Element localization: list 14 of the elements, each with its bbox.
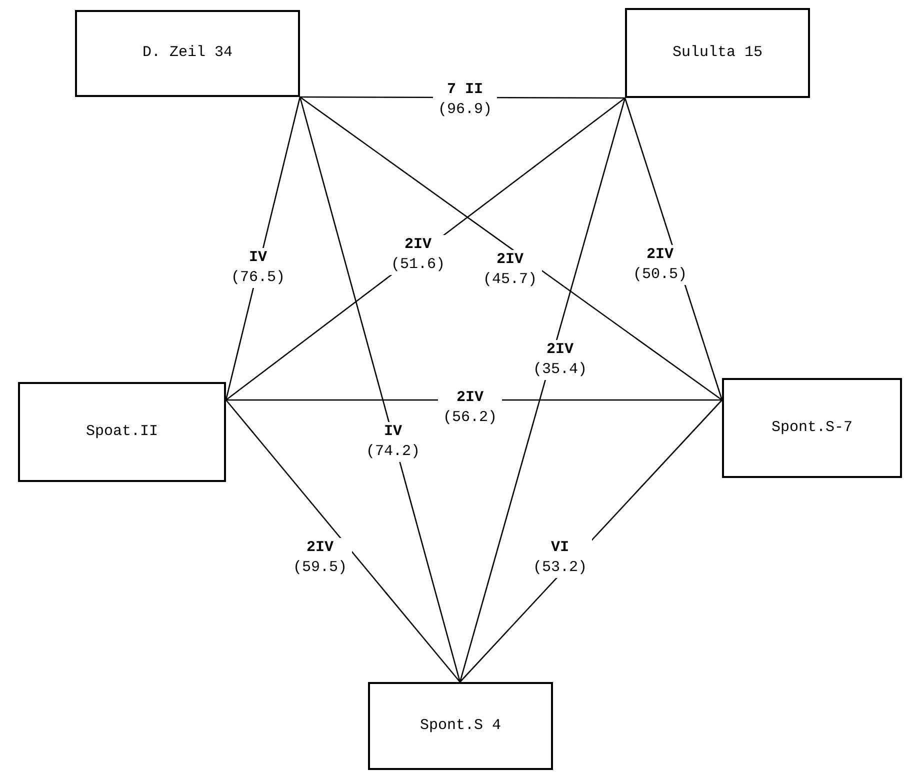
connector-line [300, 96, 722, 401]
connector-line [226, 400, 460, 682]
station-name: D. Zeil 34 [142, 43, 232, 64]
station-name: Sululta 15 [672, 42, 762, 63]
station-name: Spont.S 4 [420, 716, 501, 736]
station-box [75, 10, 300, 97]
station-box [625, 8, 810, 98]
station-name: Spont.S-7 [771, 418, 852, 438]
station-name: Spoat.II [86, 422, 158, 442]
connector-line [299, 96, 461, 682]
station-box [722, 378, 902, 478]
connector-line [459, 98, 626, 682]
station-box [18, 382, 226, 482]
station-box [368, 682, 553, 770]
